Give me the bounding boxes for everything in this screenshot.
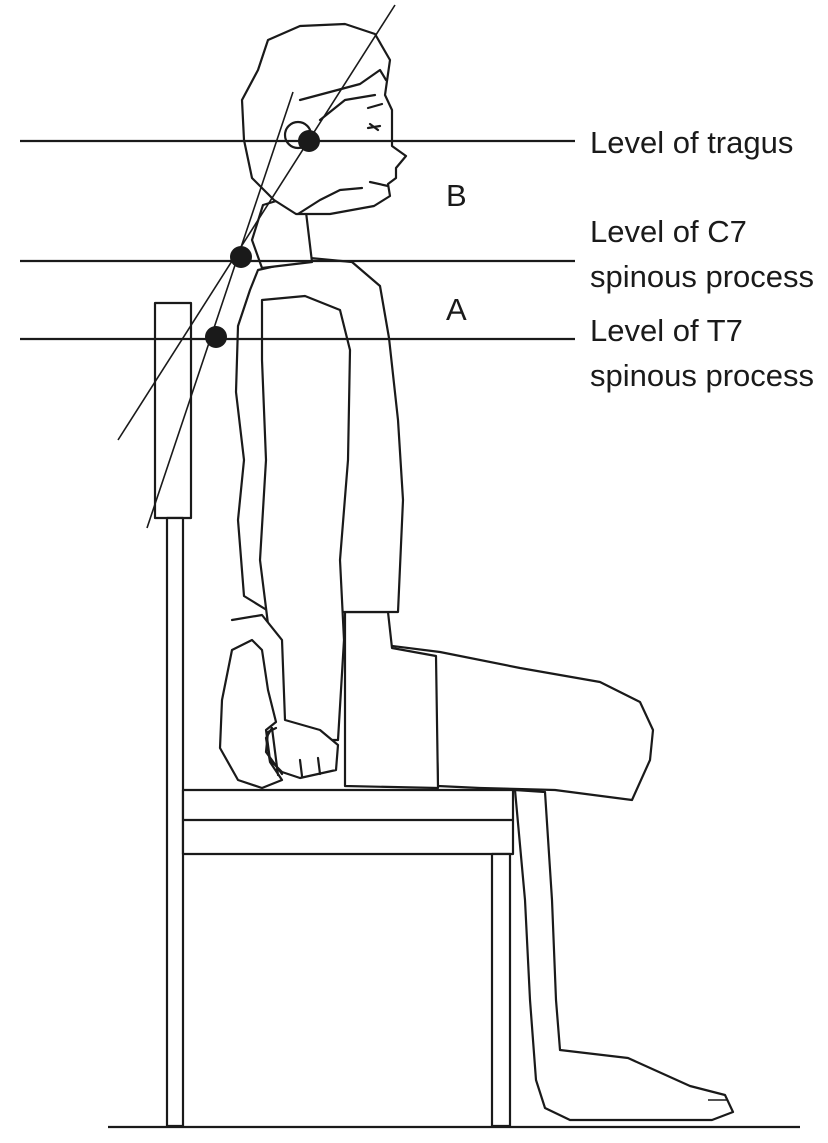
t7-label-line1: Level of T7 [590,313,743,348]
angle-a-label: A [446,292,467,327]
jaw-line [296,186,364,216]
c7-label-line2: spinous process [590,259,814,294]
fingers [264,726,322,778]
eye [366,102,384,132]
hair-line [298,68,388,122]
angle-b-label: B [446,178,467,213]
craniovertebral-line [117,4,396,441]
t7-label-line2: spinous process [590,358,814,393]
forearm-hand [218,613,340,790]
upper-arm [258,294,352,742]
c7-marker [230,246,252,268]
chair-seat [181,788,515,856]
chair-front-leg [490,852,512,1128]
mouth [368,180,390,188]
t7-marker [205,326,227,348]
thoracic-line [146,91,294,529]
hip-block [343,610,440,790]
head [240,22,408,216]
lower-leg [513,788,735,1122]
chair-rear-leg [165,516,185,1128]
chair [153,301,515,1128]
tragus-label: Level of tragus [590,125,793,160]
tragus-marker [298,130,320,152]
c7-label-line1: Level of C7 [590,214,747,249]
